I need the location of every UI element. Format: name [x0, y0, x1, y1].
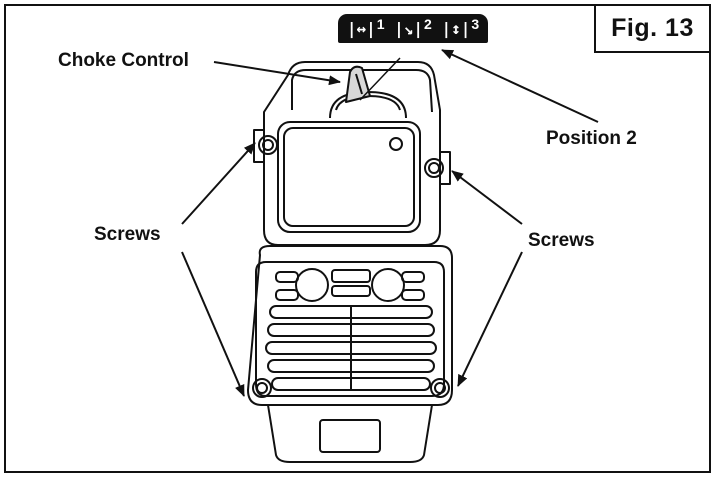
inspection-window: [277, 121, 421, 233]
position-2-label: Position 2: [546, 128, 637, 149]
screws-right-arrow-lower: [457, 251, 523, 387]
screws-left-label: Screws: [94, 224, 161, 245]
choke-control-label: Choke Control: [58, 50, 189, 71]
screw-upper-left: [258, 135, 278, 155]
figure-label: Fig. 13: [611, 14, 694, 42]
choke-lever: [345, 65, 371, 103]
figure-frame: [4, 4, 711, 473]
choke-position-3-icon: |↕|: [441, 18, 471, 38]
grille-bars: [265, 305, 437, 391]
left-knob: [295, 268, 329, 302]
choke-position-1-icon: |↔|: [346, 18, 376, 38]
position-2-arrow: [441, 49, 599, 123]
choke-position-1-number: 1: [376, 15, 385, 32]
choke-control-arrow: [213, 61, 341, 86]
screws-left-arrow-lower: [181, 251, 245, 397]
screw-lower-right: [430, 378, 450, 398]
upper-housing-outline: [263, 61, 441, 246]
screws-left-arrow-upper: [181, 142, 256, 225]
choke-position-strip: |↔| 1 |↘| 2 |↕| 3: [338, 14, 488, 43]
choke-position-2-number: 2: [424, 15, 432, 32]
figure-label-box: Fig. 13: [594, 4, 711, 53]
right-knob: [371, 268, 405, 302]
choke-position-2-icon: |↘|: [394, 18, 424, 38]
indicator-dot: [389, 137, 403, 151]
bottom-tab: [267, 404, 433, 463]
choke-position-3-number: 3: [471, 15, 480, 32]
screw-upper-right: [424, 158, 444, 178]
choke-position-1: |↔| 1: [346, 15, 385, 40]
lower-housing-outline: [247, 245, 453, 406]
choke-position-2: |↘| 2: [394, 15, 432, 40]
screws-right-label: Screws: [528, 230, 595, 251]
choke-position-3: |↕| 3: [441, 15, 480, 40]
screw-lower-left: [252, 378, 272, 398]
screws-right-arrow-upper: [451, 170, 523, 225]
